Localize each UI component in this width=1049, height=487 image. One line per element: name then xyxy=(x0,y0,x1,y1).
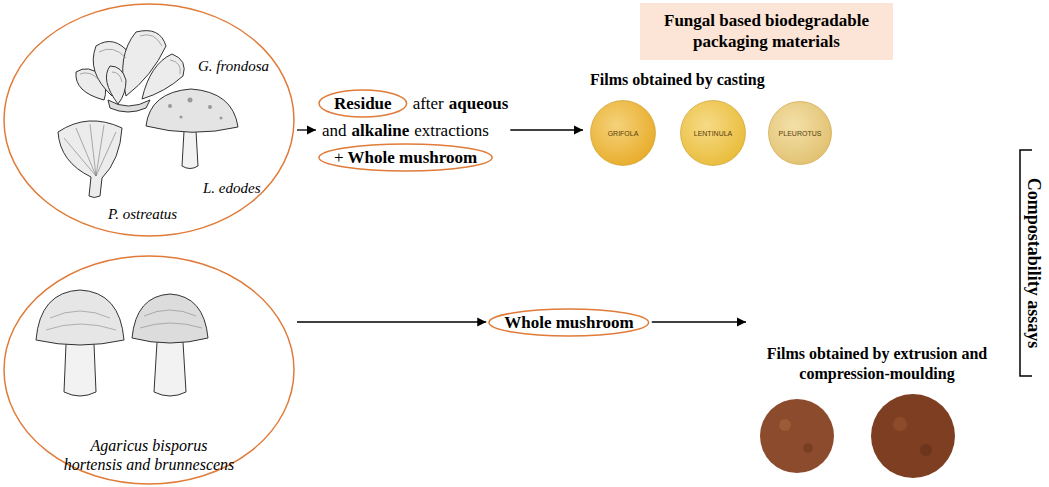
maitake-hatch xyxy=(80,35,180,82)
disc-text: PLEUROTUS xyxy=(779,130,822,137)
species-ellipse: G. frondosa L. edodes P. ostreatus xyxy=(3,3,295,237)
oyster-gills xyxy=(64,124,116,176)
film-disc: LENTINULA xyxy=(680,100,746,166)
bracket-label: Compostability assays xyxy=(1025,178,1043,349)
disc-text: LENTINULA xyxy=(694,130,733,137)
flow-arrow xyxy=(510,126,583,135)
brown-film-disc xyxy=(871,394,955,478)
film-disc: PLEUROTUS xyxy=(768,101,832,165)
shiitake-stem xyxy=(182,131,198,169)
ellipse-outline xyxy=(3,3,295,237)
title-text: Fungal based biodegradable packaging mat… xyxy=(650,10,883,53)
film-disc-shape xyxy=(769,102,832,165)
film-heading: Films obtained by casting xyxy=(590,70,835,90)
process-text: extractions xyxy=(414,122,489,139)
highlight-ellipse: +Whole mushroom xyxy=(318,143,493,172)
highlight-text: Whole mushroom xyxy=(504,314,634,331)
shiitake-spot xyxy=(220,117,223,120)
film-heading: Films obtained by extrusion and compress… xyxy=(748,344,1006,384)
ellipse-outline xyxy=(319,144,492,171)
highlight-ellipse: Residue xyxy=(318,89,408,118)
flow-arrow xyxy=(297,318,486,327)
film-speckle xyxy=(803,443,813,453)
mushroom-stem xyxy=(64,344,96,396)
maitake-base xyxy=(108,100,150,112)
flow-arrow xyxy=(297,126,316,135)
disc-text: GRIFOLA xyxy=(608,130,639,137)
film-disc: GRIFOLA xyxy=(590,100,656,166)
film-group: Films obtained by castingGRIFOLA LENTINUL… xyxy=(585,68,840,176)
oyster-body xyxy=(58,121,122,198)
arrow-line xyxy=(297,321,486,322)
ellipse-outline xyxy=(4,4,294,236)
species-label: L. edodes xyxy=(203,181,261,196)
title-box: Fungal based biodegradable packaging mat… xyxy=(640,3,893,60)
process-text: alkaline xyxy=(352,122,410,139)
shiitake-sketch xyxy=(146,89,238,169)
highlight-text: + xyxy=(334,149,344,166)
species-label: P. ostreatus xyxy=(108,207,177,222)
highlight-text: Residue xyxy=(334,95,392,112)
film-speckle xyxy=(779,419,791,431)
maitake-lobe xyxy=(106,66,126,104)
arrow-head xyxy=(737,318,746,327)
arrow-head xyxy=(477,318,486,327)
film-disc-shape xyxy=(681,101,746,166)
film-speckle xyxy=(893,417,907,431)
arrow-line xyxy=(652,321,746,322)
species-label: Agaricus bisporus hortensis and brunnesc… xyxy=(61,436,237,474)
arrow-head xyxy=(574,126,583,135)
mushroom-stem xyxy=(154,342,186,396)
process-text-group: after aqueous and alkalineextractions Residu… xyxy=(318,89,508,172)
mushroom-cap xyxy=(132,294,208,343)
shiitake-cap xyxy=(146,89,238,132)
oyster-sketch xyxy=(58,121,122,198)
ellipse-outline xyxy=(319,90,407,117)
process-text: aqueous xyxy=(449,95,509,112)
mushroom-hatch xyxy=(46,311,116,330)
button-mushroom-sketch xyxy=(36,290,208,396)
mushroom-cap xyxy=(36,290,124,345)
process-text: after xyxy=(413,95,444,112)
film-group: Films obtained by extrusion and compress… xyxy=(748,310,1006,482)
flow-arrow xyxy=(652,318,746,327)
process-text: and xyxy=(322,122,347,139)
species-ellipse: Agaricus bisporus hortensis and brunnesc… xyxy=(3,255,295,485)
arrow-head xyxy=(307,126,316,135)
species-label: G. frondosa xyxy=(198,59,269,74)
arrow-line xyxy=(510,129,583,130)
mushroom-hatch xyxy=(140,310,202,328)
film-disc-shape xyxy=(591,101,656,166)
shiitake-spot xyxy=(168,104,172,108)
highlight-ellipse: Whole mushroom xyxy=(488,308,650,337)
highlight-text: Whole mushroom xyxy=(348,149,478,166)
shiitake-spot xyxy=(208,105,212,109)
shiitake-spot xyxy=(188,98,193,103)
brown-film-disc xyxy=(760,399,834,473)
ellipse-outline xyxy=(489,309,649,336)
film-speckle xyxy=(920,444,932,456)
ellipse-outline xyxy=(4,256,294,484)
extruded-film-discs xyxy=(760,394,955,478)
shiitake-spot xyxy=(180,116,183,119)
